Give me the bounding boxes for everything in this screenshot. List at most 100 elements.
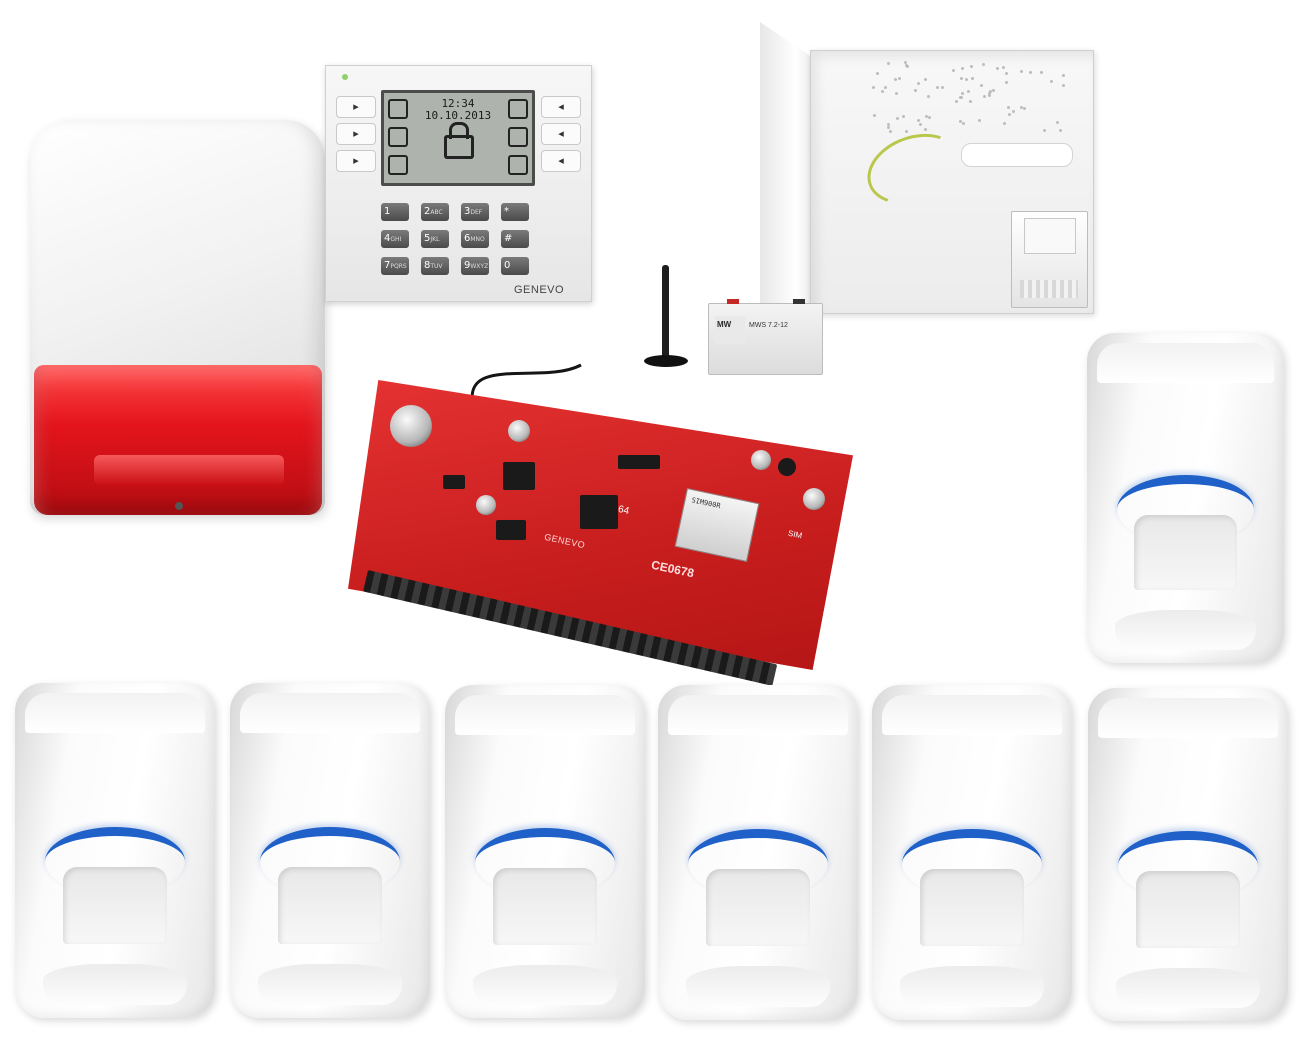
siren-red-lens xyxy=(34,365,322,515)
pir-window xyxy=(278,867,382,945)
pir-bottom xyxy=(258,964,402,1005)
tools-icon xyxy=(388,127,408,147)
pir-bottom xyxy=(43,964,187,1005)
lock-icon xyxy=(508,99,528,119)
pir-blue-lens xyxy=(902,829,1042,857)
keypad-brand: GENEVO xyxy=(514,284,565,296)
pir-top-cap xyxy=(455,695,635,735)
vent-hole xyxy=(926,95,930,99)
vent-hole xyxy=(988,93,992,97)
keypad-key-letters: MNO xyxy=(470,236,485,243)
keypad-key: 2ABC xyxy=(421,203,449,221)
vent-hole xyxy=(983,95,987,99)
pir-motion-detector xyxy=(872,685,1072,1020)
keypad-key: # xyxy=(501,230,529,248)
vent-hole xyxy=(1042,128,1046,132)
vent-hole xyxy=(1058,128,1062,132)
pir-bottom xyxy=(686,966,830,1007)
battery-model: MWS 7.2-12 xyxy=(749,322,788,329)
keypad-key: 7PQRS xyxy=(381,257,409,275)
vent-hole xyxy=(923,77,927,81)
keypad-key: 5JKL xyxy=(421,230,449,248)
vent-hole xyxy=(894,78,898,82)
vent-hole xyxy=(965,77,969,81)
pir-bottom xyxy=(1114,610,1257,650)
keypad-key: 6MNO xyxy=(461,230,489,248)
keypad-key-letters: TUV xyxy=(430,263,443,270)
capacitor xyxy=(508,420,530,442)
antenna-base xyxy=(644,355,688,367)
keypad-key-digit: 2 xyxy=(424,206,431,217)
vent-hole xyxy=(1022,106,1026,110)
vent-hole xyxy=(916,119,920,123)
vent-hole xyxy=(918,122,922,126)
transformer-terminals xyxy=(1020,280,1078,298)
pir-top-cap xyxy=(1097,343,1274,383)
vent-hole xyxy=(969,100,973,104)
battery-label-panel xyxy=(715,316,745,344)
pir-blue-lens xyxy=(688,829,828,857)
pir-motion-detector xyxy=(230,683,430,1018)
vent-hole xyxy=(906,64,910,68)
vent-hole xyxy=(969,64,973,68)
keypad-side-button-left-2: ▸ xyxy=(336,123,376,145)
vent-hole xyxy=(895,92,899,96)
keypad-key-letters: GHI xyxy=(390,236,402,243)
vent-hole xyxy=(988,89,992,93)
vent-hole xyxy=(872,86,876,90)
vent-hole xyxy=(886,122,890,126)
vent-hole xyxy=(1029,70,1033,74)
keypad-key-digit: 3 xyxy=(464,206,471,217)
enclosure-box xyxy=(810,50,1094,314)
pir-window xyxy=(1134,514,1237,591)
buzzer xyxy=(778,458,796,476)
vent-hole xyxy=(980,84,984,88)
keypad-key: 8TUV xyxy=(421,257,449,275)
pir-blue-lens xyxy=(1116,474,1255,503)
vent-hole xyxy=(1062,74,1066,78)
pir-window xyxy=(493,868,597,945)
vent-hole xyxy=(903,61,907,65)
pir-top-cap xyxy=(240,693,420,733)
keypad-key-letters: WXYZ xyxy=(470,263,489,270)
keypad-key-digit: * xyxy=(504,206,509,217)
keypad-key-letters: PQRS xyxy=(390,263,407,270)
keypad-led-indicator xyxy=(342,74,348,80)
vent-hole xyxy=(991,89,995,93)
keypad-key-digit: 1 xyxy=(384,206,391,217)
pir-bottom xyxy=(1116,967,1260,1008)
vent-hole xyxy=(958,119,962,123)
vent-hole xyxy=(896,116,900,120)
backup-battery: MW MWS 7.2-12 xyxy=(708,299,823,375)
keypad-lcd-screen: 12:34 10.10.2013 xyxy=(381,90,535,186)
inductor xyxy=(503,462,535,490)
list-icon xyxy=(388,155,408,175)
home-lock-icon xyxy=(508,127,528,147)
ic-chip xyxy=(443,475,465,489)
connector xyxy=(496,520,526,540)
vent-hole xyxy=(872,113,876,117)
vent-hole xyxy=(961,91,965,95)
vent-hole xyxy=(1002,66,1006,70)
keypad-key-letters: ABC xyxy=(430,209,443,216)
vent-hole xyxy=(1007,106,1011,110)
vent-hole xyxy=(898,76,902,80)
vent-hole xyxy=(880,89,884,93)
capacitor-large xyxy=(390,405,432,447)
ic-chip xyxy=(618,455,660,469)
vent-hole xyxy=(995,67,999,71)
keypad-key: 4GHI xyxy=(381,230,409,248)
ground-wire xyxy=(857,121,971,217)
pir-top-cap xyxy=(668,695,848,735)
vent-hole xyxy=(1012,109,1016,113)
keypad-side-button-left-1: ▸ xyxy=(336,96,376,118)
pir-window xyxy=(63,867,167,945)
vent-hole xyxy=(917,81,921,85)
keypad-key: 0 xyxy=(501,257,529,275)
pir-window xyxy=(1136,871,1240,948)
keypad-key: 1 xyxy=(381,203,409,221)
lcd-date: 10.10.2013 xyxy=(424,109,492,122)
pir-blue-lens xyxy=(260,827,400,855)
keypad-key-digit: 4 xyxy=(384,233,391,244)
vent-hole xyxy=(1050,79,1054,83)
